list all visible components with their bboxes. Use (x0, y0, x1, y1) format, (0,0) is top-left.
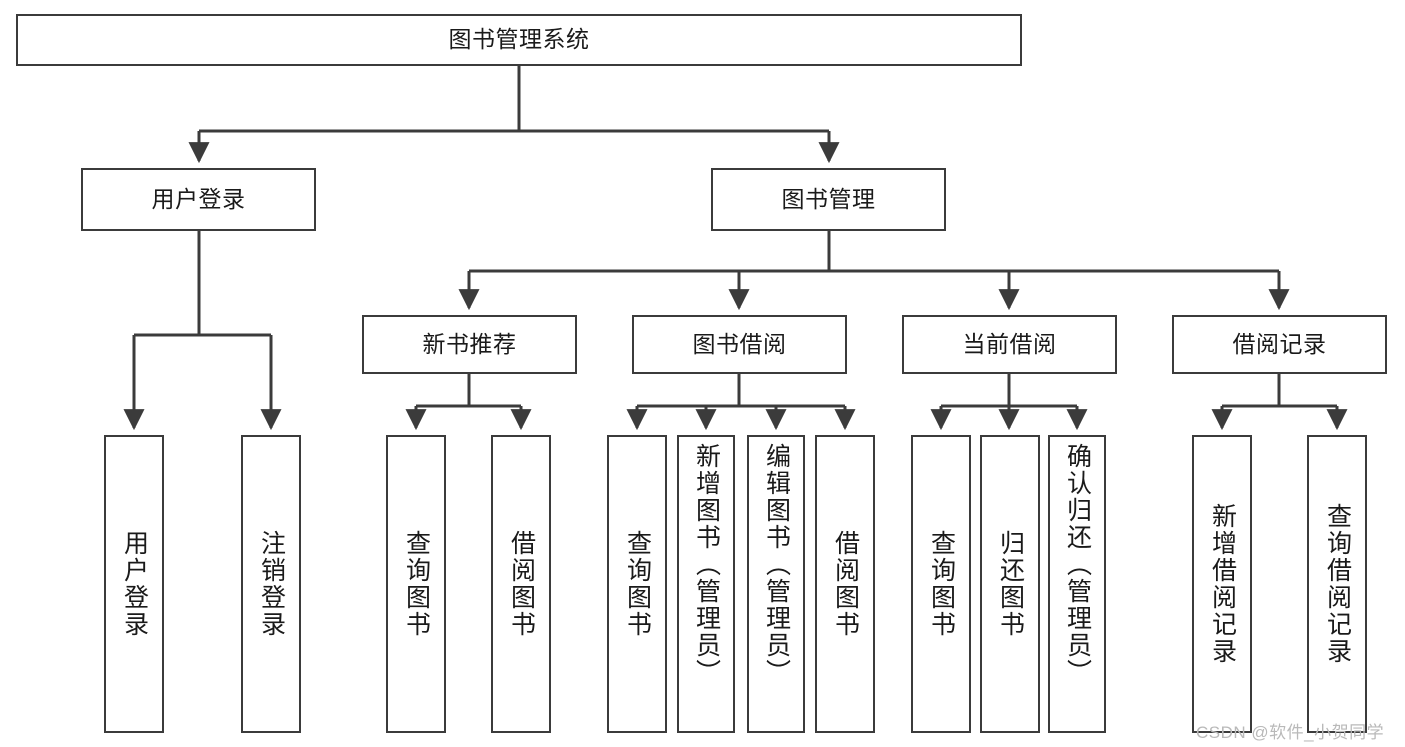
node-new-book-recommend[interactable]: 新书推荐 (362, 315, 577, 374)
node-label: 借阅图书 (507, 530, 536, 638)
leaf-user-login-logout[interactable]: 注销登录 (241, 435, 301, 733)
node-label: 用户登录 (151, 185, 246, 212)
leaf-user-login-login[interactable]: 用户登录 (104, 435, 164, 733)
node-root-book-management-system[interactable]: 图书管理系统 (16, 14, 1022, 66)
node-book-borrow[interactable]: 图书借阅 (632, 315, 847, 374)
node-label: 当前借阅 (962, 330, 1057, 357)
leaf-current-borrow-return[interactable]: 归还图书 (980, 435, 1040, 733)
node-label: 新增借阅记录 (1208, 503, 1237, 665)
node-label: 新书推荐 (422, 330, 517, 357)
leaf-current-borrow-query[interactable]: 查询图书 (911, 435, 971, 733)
node-label: 归还图书 (996, 530, 1025, 638)
node-label: 借阅图书 (831, 530, 860, 638)
node-book-management[interactable]: 图书管理 (711, 168, 946, 231)
node-label: 借阅记录 (1232, 330, 1327, 357)
node-label: 查询借阅记录 (1323, 503, 1352, 665)
node-label: 图书借阅 (692, 330, 787, 357)
leaf-new-book-query[interactable]: 查询图书 (386, 435, 446, 733)
node-label: 注销登录 (257, 530, 286, 638)
leaf-borrow-record-add[interactable]: 新增借阅记录 (1192, 435, 1252, 733)
leaf-book-borrow-add[interactable]: 新增图书（管理员） (677, 435, 735, 733)
node-label: 查询图书 (402, 530, 431, 638)
node-label: 图书管理 (781, 185, 876, 212)
leaf-book-borrow-borrow[interactable]: 借阅图书 (815, 435, 875, 733)
leaf-current-borrow-confirm-return[interactable]: 确认归还（管理员） (1048, 435, 1106, 733)
node-label: 图书管理系统 (448, 26, 590, 53)
node-label: 确认归还（管理员） (1063, 443, 1092, 686)
node-borrow-record[interactable]: 借阅记录 (1172, 315, 1387, 374)
node-user-login[interactable]: 用户登录 (81, 168, 316, 231)
leaf-book-borrow-query[interactable]: 查询图书 (607, 435, 667, 733)
node-label: 编辑图书（管理员） (762, 443, 791, 686)
node-current-borrow[interactable]: 当前借阅 (902, 315, 1117, 374)
leaf-book-borrow-edit[interactable]: 编辑图书（管理员） (747, 435, 805, 733)
node-label: 查询图书 (927, 530, 956, 638)
leaf-new-book-borrow[interactable]: 借阅图书 (491, 435, 551, 733)
node-label: 用户登录 (120, 530, 149, 638)
leaf-borrow-record-query[interactable]: 查询借阅记录 (1307, 435, 1367, 733)
node-label: 新增图书（管理员） (692, 443, 721, 686)
csdn-watermark: CSDN @软件_小贺同学 (1196, 723, 1385, 742)
node-label: 查询图书 (623, 530, 652, 638)
